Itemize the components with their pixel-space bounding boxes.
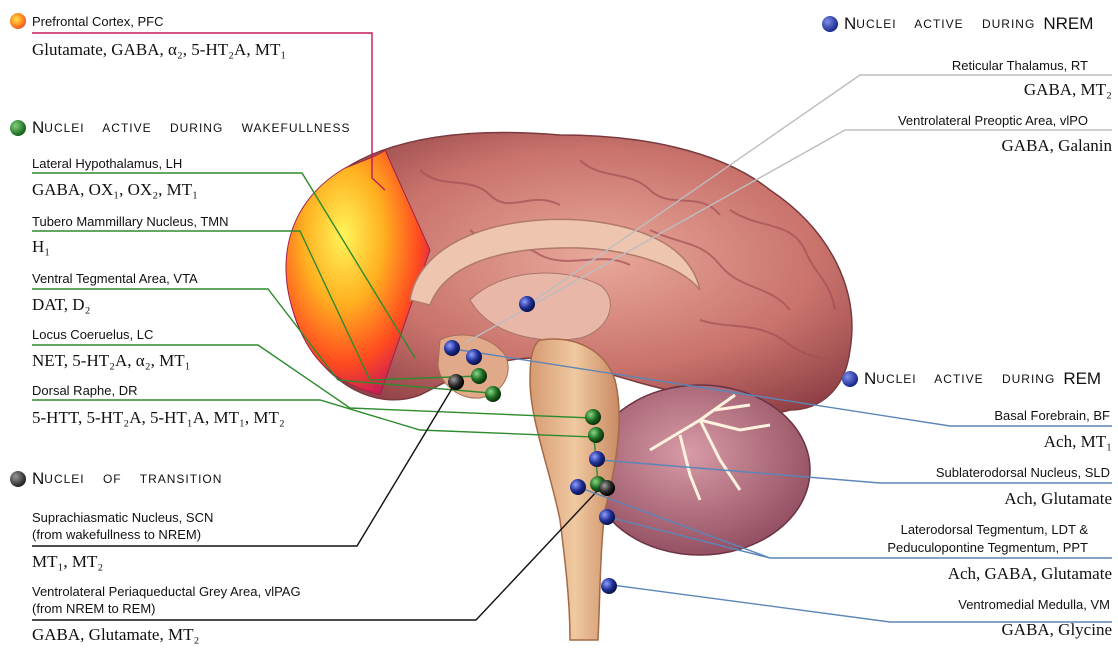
lc-name: Locus Coeruelus, LC [32, 327, 153, 342]
blue-dot-icon [822, 16, 838, 32]
vlpag-nucleus [599, 480, 615, 496]
header-text: UCLEI ACTIVE DURING [876, 372, 1055, 386]
vm-chem: GABA, Glycine [1002, 620, 1112, 640]
green-dot-icon [10, 120, 26, 136]
lh-name: Lateral Hypothalamus, LH [32, 156, 182, 171]
scn-chem: MT₁, MT₂ [32, 552, 103, 572]
lh-chem: GABA, OX₁, OX₂, MT₁ [32, 180, 198, 200]
rt-name: Reticular Thalamus, RT [952, 58, 1088, 73]
vta-chem: DAT, D₂ [32, 295, 91, 315]
vta-name: Ventral Tegmental Area, VTA [32, 271, 198, 286]
bf-nucleus [444, 340, 460, 356]
vlpo-chem: GABA, Galanin [1002, 136, 1112, 156]
scn-subname: (from wakefullness to NREM) [32, 527, 201, 542]
header-keyword: REM [1063, 369, 1101, 389]
header-keyword: NREM [1043, 14, 1093, 34]
lh-nucleus [471, 368, 487, 384]
scn-name: Suprachiasmatic Nucleus, SCN [32, 510, 213, 525]
header-text: UCLEI ACTIVE DURING WAKEFULLNESS [44, 121, 350, 135]
pfc-name: Prefrontal Cortex, PFC [32, 14, 164, 29]
ppt-nucleus [599, 509, 615, 525]
lc-chem: NET, 5-HT₂A, α₂, MT₁ [32, 351, 191, 371]
grey-dot-icon [10, 471, 26, 487]
rt-chem: GABA, MT₂ [1024, 80, 1112, 100]
vm-name: Ventromedial Medulla, VM [958, 597, 1110, 612]
bf-name: Basal Forebrain, BF [994, 408, 1110, 423]
sld-name: Sublaterodorsal Nucleus, SLD [936, 465, 1110, 480]
header-nrem: N UCLEI ACTIVE DURING NREM [822, 14, 1093, 34]
header-initial: N [32, 469, 44, 489]
vlpag-chem: GABA, Glutamate, MT₂ [32, 625, 199, 645]
vm-nucleus [601, 578, 617, 594]
tmn-name: Tubero Mammillary Nucleus, TMN [32, 214, 229, 229]
dr-chem: 5-HTT, 5-HT₂A, 5-HT₁A, MT₁, MT₂ [32, 408, 285, 428]
scn-nucleus [448, 374, 464, 390]
dr-name: Dorsal Raphe, DR [32, 383, 138, 398]
rt-nucleus [519, 296, 535, 312]
pfc-chem: Glutamate, GABA, α₂, 5-HT₂A, MT₁ [32, 40, 286, 60]
ldt-chem: Ach, GABA, Glutamate [948, 564, 1112, 584]
ldt-name: Laterodorsal Tegmentum, LDT & [901, 522, 1088, 537]
pfc-label: Prefrontal Cortex, PFC [10, 13, 164, 29]
header-initial: N [32, 118, 44, 138]
header-transition: N UCLEI OF TRANSITION [10, 469, 222, 489]
header-text: UCLEI OF TRANSITION [44, 472, 222, 486]
ldt-nucleus [570, 479, 586, 495]
header-initial: N [864, 369, 876, 389]
header-rem: N UCLEI ACTIVE DURING REM [842, 369, 1101, 389]
sld-chem: Ach, Glutamate [1004, 489, 1112, 509]
header-text: UCLEI ACTIVE DURING [856, 17, 1035, 31]
tmn-chem: H₁ [32, 237, 50, 257]
bf-chem: Ach, MT₁ [1044, 432, 1112, 452]
ldt-subname: Peduculopontine Tegmentum, PPT [887, 540, 1088, 555]
vta-nucleus [585, 409, 601, 425]
header-initial: N [844, 14, 856, 34]
vlpo-nucleus [466, 349, 482, 365]
vlpag-subname: (from NREM to REM) [32, 601, 156, 616]
tmn-nucleus [485, 386, 501, 402]
header-wake: N UCLEI ACTIVE DURING WAKEFULLNESS [10, 118, 351, 138]
lc-nucleus [588, 427, 604, 443]
vlpo-name: Ventrolateral Preoptic Area, vlPO [898, 113, 1088, 128]
vlpag-name: Ventrolateral Periaqueductal Grey Area, … [32, 584, 301, 599]
cerebellum [590, 385, 810, 555]
blue-dot-icon [842, 371, 858, 387]
pfc-dot-icon [10, 13, 26, 29]
sld-nucleus [589, 451, 605, 467]
